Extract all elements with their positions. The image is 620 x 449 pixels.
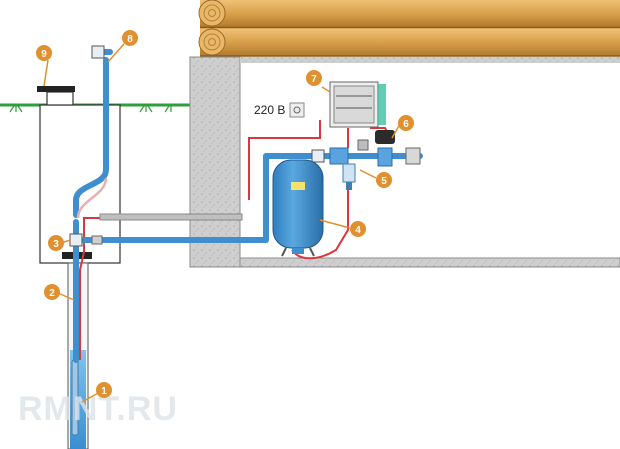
callout-2-number: 2 xyxy=(49,288,55,299)
control-cabinet xyxy=(329,81,386,128)
callout-1: 1 xyxy=(96,382,112,398)
callout-6-number: 6 xyxy=(403,119,409,130)
callout-7-number: 7 xyxy=(311,74,317,85)
callout-8: 8 xyxy=(122,30,138,46)
pressure-tank xyxy=(272,159,324,257)
callout-4: 4 xyxy=(350,221,366,237)
callout-9: 9 xyxy=(36,45,52,61)
callout-6: 6 xyxy=(398,115,414,131)
voltage-label: 220 В xyxy=(254,103,285,117)
wall-sleeve xyxy=(99,213,243,221)
basement-foundation xyxy=(189,56,620,268)
callout-4-number: 4 xyxy=(355,225,361,236)
pressure-switch xyxy=(357,130,395,167)
callout-5: 5 xyxy=(376,172,392,188)
flexible-hose xyxy=(76,177,108,219)
callout-9-number: 9 xyxy=(41,49,47,60)
callout-7: 7 xyxy=(306,70,322,86)
callout-leaders xyxy=(43,43,401,403)
watermark-text: RMNT.RU xyxy=(18,390,178,428)
power-socket xyxy=(289,102,305,118)
callout-8-number: 8 xyxy=(127,34,133,45)
callout-3: 3 xyxy=(48,235,64,251)
callout-5-number: 5 xyxy=(381,176,387,187)
water-filter xyxy=(342,163,356,190)
fittings xyxy=(69,45,421,247)
callout-3-number: 3 xyxy=(53,239,59,250)
callout-2: 2 xyxy=(44,284,60,300)
callout-1-number: 1 xyxy=(101,386,107,397)
log-house-wall xyxy=(198,0,620,57)
